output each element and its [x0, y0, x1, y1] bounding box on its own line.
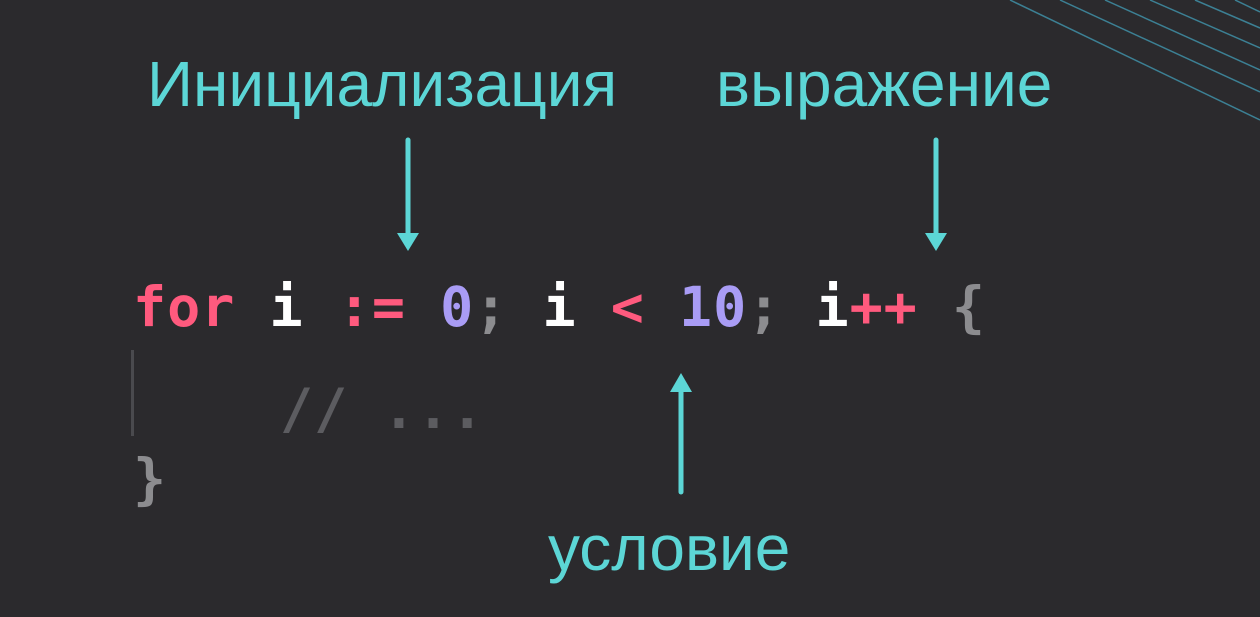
arrow-up-cond-icon	[670, 373, 692, 495]
operator-increment: ++	[849, 275, 918, 339]
code-line-close: }	[133, 452, 167, 507]
label-condition: условие	[548, 512, 791, 584]
arrow-down-init-icon	[397, 137, 419, 251]
label-expression: выражение	[716, 48, 1053, 120]
brace-open: {	[951, 275, 987, 339]
label-initialization: Инициализация	[147, 48, 618, 120]
arrow-down-expr-icon	[925, 137, 947, 251]
operator-assign: :=	[337, 275, 406, 339]
indent-guide	[131, 350, 134, 436]
code-line-for: for i := 0; i < 10; i++ {	[133, 280, 986, 335]
comment: // ...	[280, 377, 485, 441]
semicolon: ;	[474, 275, 509, 339]
identifier-i: i	[269, 275, 304, 339]
number-zero: 0	[440, 275, 475, 339]
semicolon: ;	[747, 275, 782, 339]
number-ten: 10	[678, 275, 748, 339]
identifier-i: i	[815, 275, 850, 339]
identifier-i: i	[542, 275, 577, 339]
operator-less-than: <	[610, 275, 645, 339]
keyword-for: for	[133, 275, 236, 339]
brace-close: }	[133, 447, 168, 511]
code-line-comment: // ...	[280, 382, 485, 437]
